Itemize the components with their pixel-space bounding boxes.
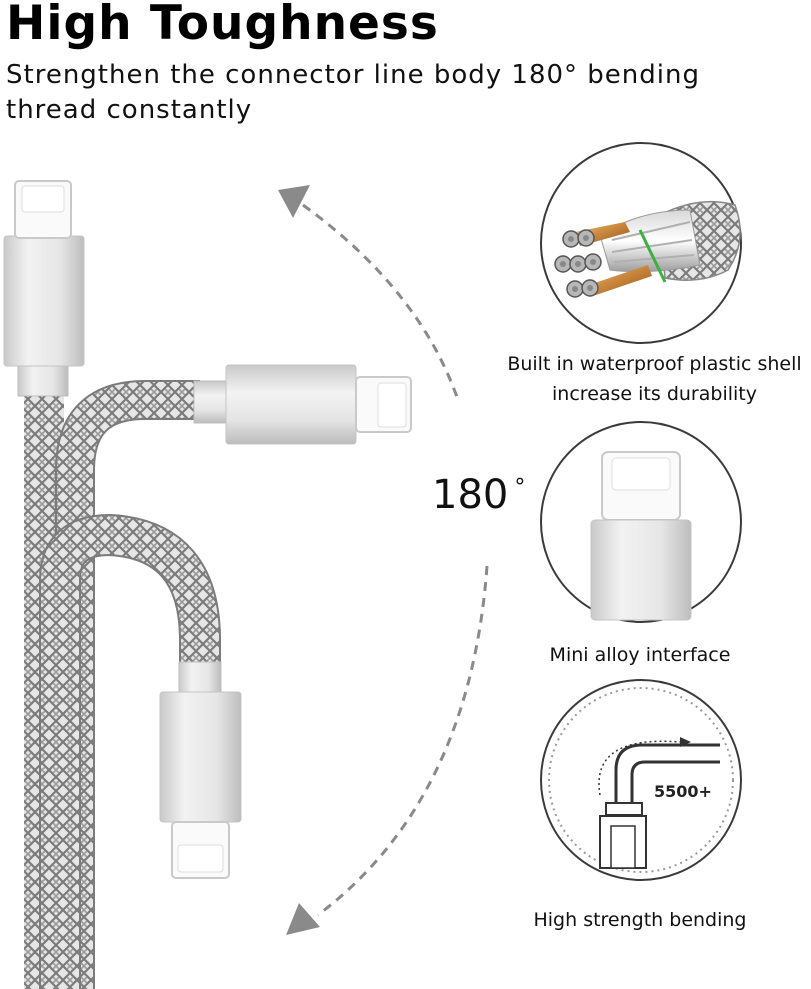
bend-arc-arrow-bottom — [286, 565, 489, 935]
bent-cable-90 — [55, 364, 412, 989]
feature-caption-shell: Built in waterproof plastic shell increa… — [498, 349, 811, 409]
page-subtitle: Strengthen the connector line body 180° … — [6, 60, 700, 124]
lightning-connector-icon — [540, 421, 742, 623]
feature-caption-line: Built in waterproof plastic shell — [507, 353, 802, 375]
arrowhead-icon — [286, 903, 320, 935]
feature-caption-line: increase its durability — [552, 383, 757, 405]
bend-angle-value: 180 — [432, 472, 509, 518]
bend-arc-arrow-top — [278, 185, 460, 401]
feature-caption-bending: High strength bending — [533, 909, 747, 931]
bend-angle-label: 180° — [432, 472, 525, 518]
bend-angle-unit: ° — [514, 475, 526, 500]
bent-cable-180 — [39, 513, 242, 989]
page-title: High Toughness — [6, 0, 439, 51]
arrowhead-icon — [278, 185, 310, 218]
bend-count-badge: 5500+ — [654, 782, 712, 801]
bending-test-icon: 5500+ — [540, 679, 742, 881]
cable-cross-section-icon — [540, 142, 742, 344]
feature-caption-interface: Mini alloy interface — [549, 644, 731, 666]
